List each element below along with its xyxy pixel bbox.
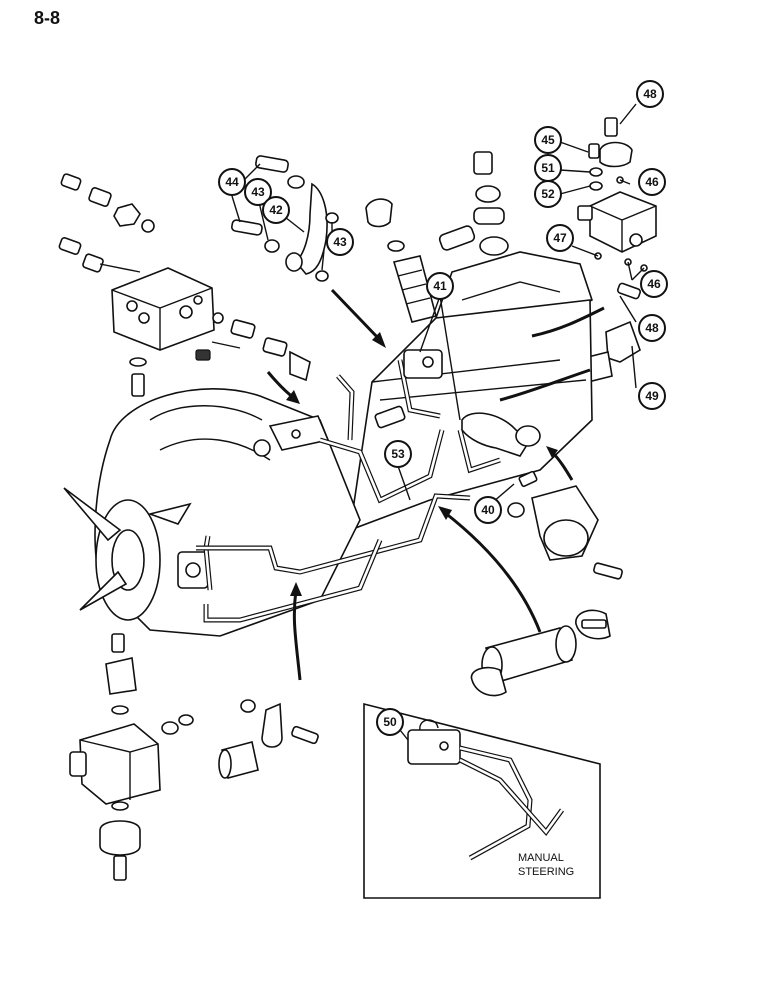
callout-48a: 48	[636, 80, 664, 108]
callout-49: 49	[638, 382, 666, 410]
inset-caption-line2: STEERING	[518, 866, 574, 878]
valve-block	[111, 267, 311, 397]
svg-text:43: 43	[251, 185, 265, 199]
link-rod-group	[231, 155, 339, 282]
callout-51: 51	[534, 154, 562, 182]
hydraulic-lines	[196, 349, 541, 623]
svg-text:44: 44	[225, 175, 239, 189]
callout-41: 41	[426, 272, 454, 300]
callout-53: 53	[384, 440, 412, 468]
clamp-group	[218, 699, 319, 779]
svg-text:53: 53	[391, 447, 405, 461]
svg-text:42: 42	[269, 203, 283, 217]
banjo-fitting-group	[438, 151, 509, 256]
cylinder-and-hose	[470, 470, 623, 697]
page-number: 8-8	[34, 8, 61, 28]
callout-40: 40	[474, 496, 502, 524]
svg-text:52: 52	[541, 187, 555, 201]
pointer-arrows	[266, 288, 605, 681]
svg-text:43: 43	[333, 235, 347, 249]
callout-45: 45	[534, 126, 562, 154]
callout-44: 44	[218, 168, 246, 196]
svg-text:45: 45	[541, 133, 555, 147]
right-valve-group	[577, 117, 657, 383]
svg-text:48: 48	[645, 321, 659, 335]
callout-42: 42	[262, 196, 290, 224]
svg-text:46: 46	[647, 277, 661, 291]
svg-text:46: 46	[645, 175, 659, 189]
svg-text:41: 41	[433, 279, 447, 293]
leader-lines	[231, 103, 645, 741]
callout-43b: 43	[326, 228, 354, 256]
svg-text:40: 40	[481, 503, 495, 517]
inset-caption-line1: MANUAL	[518, 852, 564, 864]
callout-52: 52	[534, 180, 562, 208]
svg-text:49: 49	[645, 389, 659, 403]
callout-46a: 46	[638, 168, 666, 196]
svg-text:47: 47	[553, 231, 567, 245]
callout-46b: 46	[640, 270, 668, 298]
svg-text:51: 51	[541, 161, 555, 175]
cap-and-filter	[365, 198, 437, 323]
manual-steering-inset: MANUAL STEERING	[363, 702, 601, 899]
callout-50: 50	[376, 708, 404, 736]
callout-48b: 48	[638, 314, 666, 342]
callout-47: 47	[546, 224, 574, 252]
hydraulic-pump-group	[69, 633, 194, 881]
svg-text:48: 48	[643, 87, 657, 101]
callout-43a: 43	[244, 178, 272, 206]
svg-text:50: 50	[383, 715, 397, 729]
left-fittings-group	[58, 173, 155, 273]
